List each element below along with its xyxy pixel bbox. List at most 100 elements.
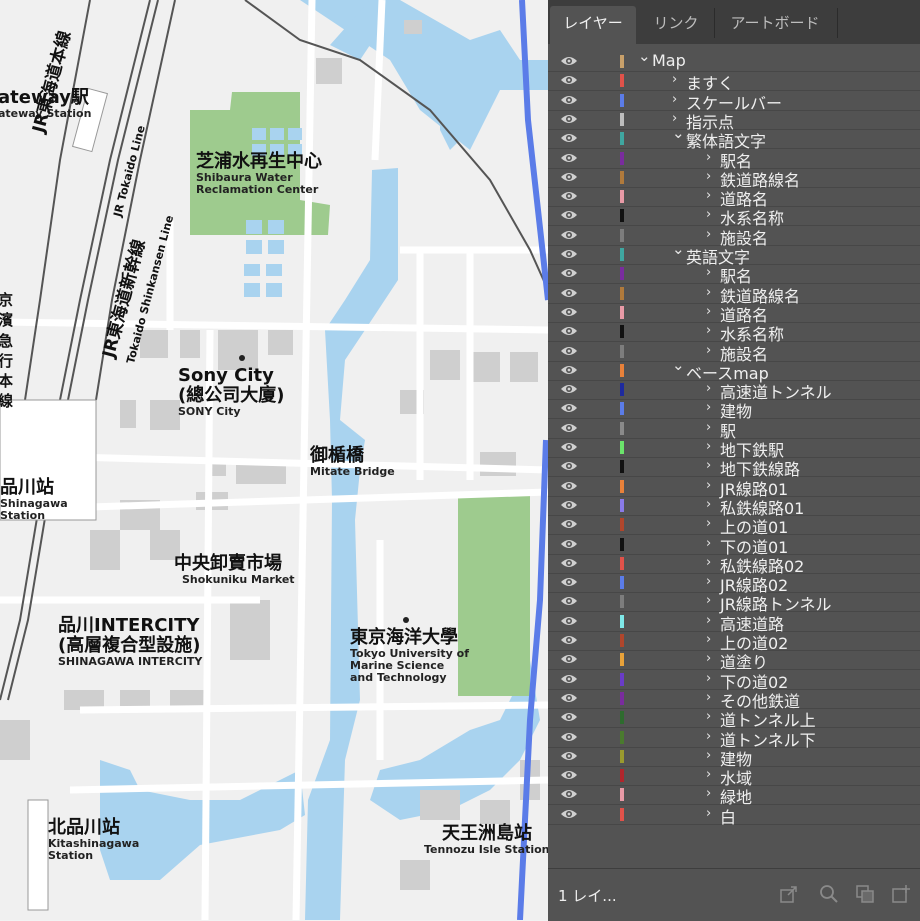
layer-row[interactable]: ›地下鉄線路 bbox=[548, 457, 920, 479]
chevron-right-icon[interactable]: › bbox=[706, 651, 712, 667]
visibility-eye-icon[interactable] bbox=[560, 401, 578, 415]
layer-row[interactable]: ›下の道02 bbox=[548, 670, 920, 692]
layer-row[interactable]: ›鉄道路線名 bbox=[548, 284, 920, 306]
visibility-eye-icon[interactable] bbox=[560, 594, 578, 608]
layer-row[interactable]: ›JR線路トンネル bbox=[548, 592, 920, 614]
layer-row[interactable]: ›駅名 bbox=[548, 149, 920, 171]
layer-row[interactable]: ›高速道トンネル bbox=[548, 380, 920, 402]
chevron-down-icon[interactable]: ⌄ bbox=[672, 240, 685, 258]
chevron-right-icon[interactable]: › bbox=[706, 342, 712, 358]
chevron-down-icon[interactable]: ⌄ bbox=[638, 47, 651, 65]
visibility-eye-icon[interactable] bbox=[560, 228, 578, 242]
layer-row[interactable]: ›水系名称 bbox=[548, 206, 920, 228]
chevron-right-icon[interactable]: › bbox=[706, 458, 712, 474]
layer-row[interactable]: ›建物 bbox=[548, 747, 920, 769]
layer-row[interactable]: ›鉄道路線名 bbox=[548, 168, 920, 190]
layer-row[interactable]: ›地下鉄駅 bbox=[548, 438, 920, 460]
layer-row[interactable]: ›私鉄線路02 bbox=[548, 554, 920, 576]
visibility-eye-icon[interactable] bbox=[560, 305, 578, 319]
visibility-eye-icon[interactable] bbox=[560, 633, 578, 647]
chevron-right-icon[interactable]: › bbox=[672, 72, 678, 88]
chevron-right-icon[interactable]: › bbox=[706, 689, 712, 705]
chevron-right-icon[interactable]: › bbox=[706, 516, 712, 532]
chevron-right-icon[interactable]: › bbox=[706, 574, 712, 590]
visibility-eye-icon[interactable] bbox=[560, 652, 578, 666]
visibility-eye-icon[interactable] bbox=[560, 710, 578, 724]
visibility-eye-icon[interactable] bbox=[560, 324, 578, 338]
chevron-right-icon[interactable]: › bbox=[706, 593, 712, 609]
tab-links[interactable]: リンク bbox=[653, 14, 699, 32]
layer-row[interactable]: ⌄Map bbox=[548, 48, 920, 72]
visibility-eye-icon[interactable] bbox=[560, 54, 578, 68]
visibility-eye-icon[interactable] bbox=[560, 382, 578, 396]
chevron-down-icon[interactable]: ⌄ bbox=[672, 124, 685, 143]
layer-row[interactable]: ›私鉄線路01 bbox=[548, 496, 920, 518]
layer-row[interactable]: ›JR線路02 bbox=[548, 573, 920, 595]
layer-row[interactable]: ›施設名 bbox=[548, 226, 920, 248]
tab-artboards[interactable]: アートボード bbox=[730, 14, 820, 32]
chevron-right-icon[interactable]: › bbox=[706, 728, 712, 744]
tab-layers[interactable]: レイヤー bbox=[550, 6, 636, 44]
visibility-eye-icon[interactable] bbox=[560, 730, 578, 744]
visibility-eye-icon[interactable] bbox=[560, 131, 578, 145]
chevron-right-icon[interactable]: › bbox=[672, 91, 678, 107]
visibility-eye-icon[interactable] bbox=[560, 614, 578, 628]
visibility-eye-icon[interactable] bbox=[560, 286, 578, 300]
visibility-eye-icon[interactable] bbox=[560, 749, 578, 763]
chevron-right-icon[interactable]: › bbox=[706, 439, 712, 454]
chevron-right-icon[interactable]: › bbox=[706, 400, 712, 416]
visibility-eye-icon[interactable] bbox=[560, 517, 578, 531]
chevron-right-icon[interactable]: › bbox=[706, 149, 712, 165]
layer-row[interactable]: ›緑地 bbox=[548, 785, 920, 807]
layer-row[interactable]: ⌄ベースmap bbox=[548, 357, 920, 383]
chevron-right-icon[interactable]: › bbox=[706, 207, 712, 223]
visibility-eye-icon[interactable] bbox=[560, 73, 578, 87]
layer-row[interactable]: ›駅 bbox=[548, 419, 920, 441]
layer-row[interactable]: ›道路名 bbox=[548, 303, 920, 325]
clipping-mask-icon[interactable] bbox=[854, 883, 876, 905]
visibility-eye-icon[interactable] bbox=[560, 421, 578, 435]
chevron-right-icon[interactable]: › bbox=[706, 747, 712, 763]
visibility-eye-icon[interactable] bbox=[560, 537, 578, 551]
visibility-eye-icon[interactable] bbox=[560, 151, 578, 165]
layer-row[interactable]: ›道トンネル下 bbox=[548, 728, 920, 750]
layer-row[interactable]: ⌄英語文字 bbox=[548, 241, 920, 267]
visibility-eye-icon[interactable] bbox=[560, 807, 578, 821]
layer-row[interactable]: ›スケールバー bbox=[548, 91, 920, 113]
chevron-right-icon[interactable]: › bbox=[706, 709, 712, 725]
visibility-eye-icon[interactable] bbox=[560, 247, 578, 261]
chevron-right-icon[interactable]: › bbox=[706, 670, 712, 686]
layer-row[interactable]: ›その他鉄道 bbox=[548, 689, 920, 711]
chevron-right-icon[interactable]: › bbox=[706, 303, 712, 319]
layer-row[interactable]: ›道塗り bbox=[548, 650, 920, 672]
chevron-down-icon[interactable]: ⌄ bbox=[672, 355, 685, 374]
layer-row[interactable]: ›駅名 bbox=[548, 264, 920, 286]
chevron-right-icon[interactable]: › bbox=[706, 323, 712, 339]
new-sublayer-icon[interactable] bbox=[890, 883, 912, 905]
visibility-eye-icon[interactable] bbox=[560, 768, 578, 782]
chevron-right-icon[interactable]: › bbox=[706, 554, 712, 570]
layer-row[interactable]: ›水域 bbox=[548, 766, 920, 788]
chevron-right-icon[interactable]: › bbox=[706, 284, 712, 300]
visibility-eye-icon[interactable] bbox=[560, 170, 578, 184]
chevron-right-icon[interactable]: › bbox=[706, 535, 712, 551]
visibility-eye-icon[interactable] bbox=[560, 440, 578, 454]
chevron-right-icon[interactable]: › bbox=[706, 168, 712, 184]
chevron-right-icon[interactable]: › bbox=[706, 419, 712, 435]
chevron-right-icon[interactable]: › bbox=[706, 226, 712, 242]
layer-row[interactable]: ›指示点 bbox=[548, 110, 920, 132]
layer-row[interactable]: ⌄繁体語文字 bbox=[548, 125, 920, 151]
chevron-right-icon[interactable]: › bbox=[706, 786, 712, 802]
chevron-right-icon[interactable]: › bbox=[706, 188, 712, 204]
visibility-eye-icon[interactable] bbox=[560, 556, 578, 570]
visibility-eye-icon[interactable] bbox=[560, 344, 578, 358]
visibility-eye-icon[interactable] bbox=[560, 266, 578, 280]
chevron-right-icon[interactable]: › bbox=[706, 265, 712, 281]
layer-row[interactable]: ›白 bbox=[548, 805, 920, 827]
layer-row[interactable]: ›上の道01 bbox=[548, 515, 920, 537]
visibility-eye-icon[interactable] bbox=[560, 208, 578, 222]
layer-row[interactable]: ›上の道02 bbox=[548, 631, 920, 653]
visibility-eye-icon[interactable] bbox=[560, 112, 578, 126]
layer-row[interactable]: ›高速道路 bbox=[548, 612, 920, 634]
